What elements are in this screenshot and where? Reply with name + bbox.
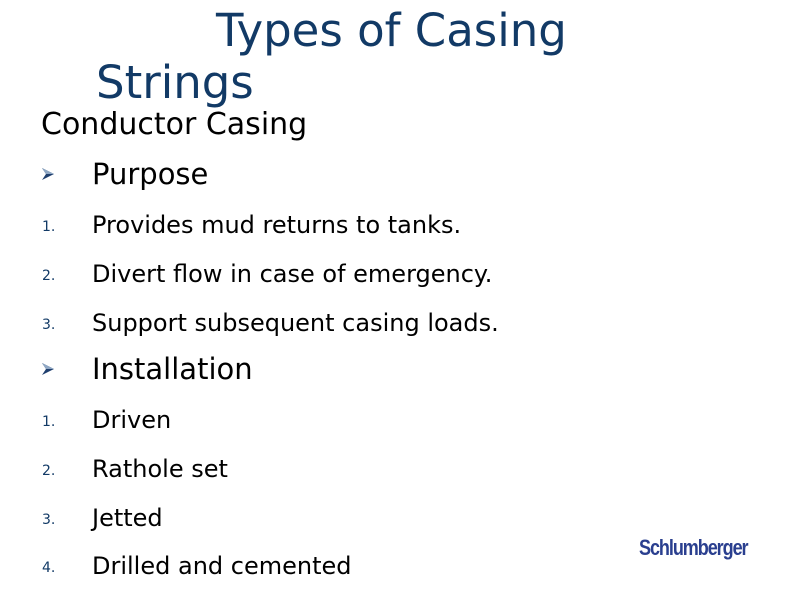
list-item-text: Provides mud returns to tanks. [92,211,462,239]
list-number: 2. [42,463,56,479]
list-item-text: Rathole set [92,455,228,483]
list-item-text: Support subsequent casing loads. [92,309,499,337]
schlumberger-logo: Schlumberger [639,535,749,560]
section-subtitle: Conductor Casing [41,107,308,142]
arrow-bullet-icon [42,168,54,180]
section-heading-text: Installation [92,352,253,386]
list-number: 3. [42,317,56,333]
list-number: 1. [42,414,56,430]
slide-title-line-2: Strings [96,56,254,109]
slide-title-line-1: Types of Casing [216,4,567,57]
arrow-bullet-icon [42,363,54,375]
list-item-text: Driven [92,406,172,434]
list-item-text: Drilled and cemented [92,552,352,580]
list-number: 3. [42,512,56,528]
section-heading-text: Purpose [92,157,209,191]
list-number: 1. [42,219,56,235]
list-item-text: Jetted [92,504,163,532]
list-number: 4. [42,560,56,576]
list-number: 2. [42,268,56,284]
list-item-text: Divert flow in case of emergency. [92,260,493,288]
